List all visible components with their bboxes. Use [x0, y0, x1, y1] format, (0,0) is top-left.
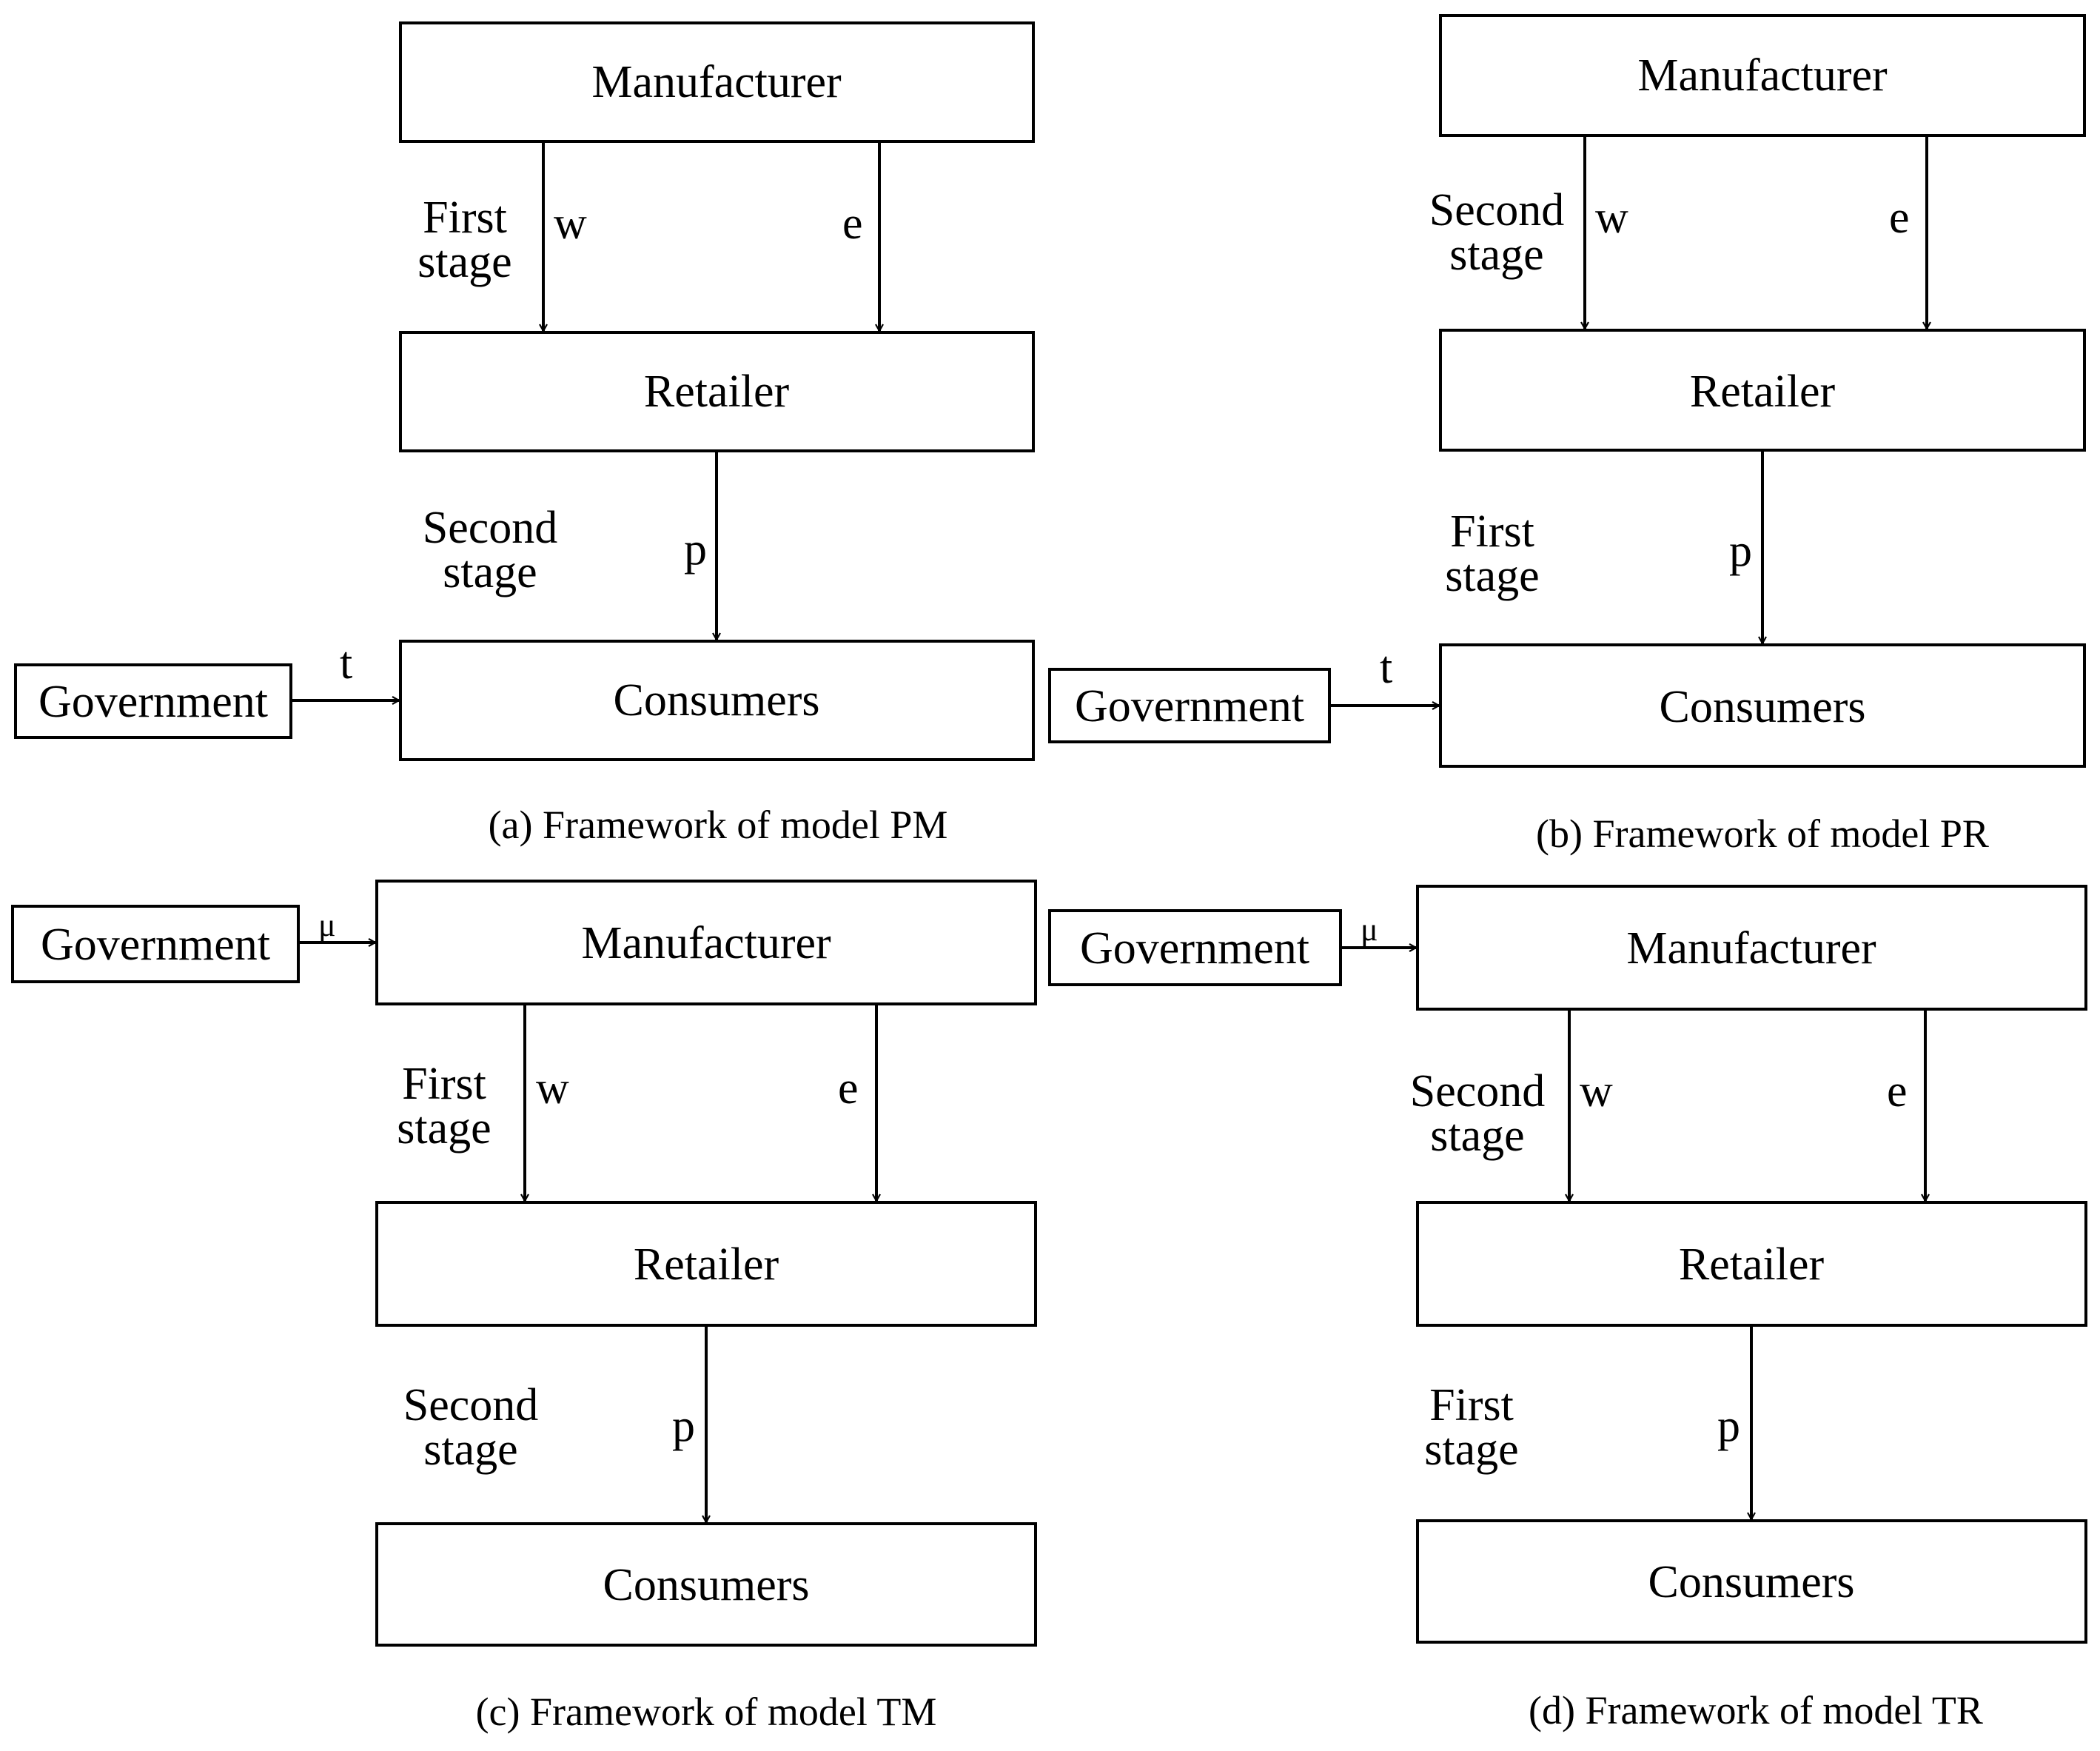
upper-stage-line-2: stage — [417, 237, 511, 287]
retailer-box — [375, 1201, 1037, 1327]
p-label: p — [672, 1401, 695, 1451]
government-edge-label: μ — [1361, 911, 1378, 948]
w-label: w — [1595, 192, 1628, 243]
consumers-box — [1416, 1519, 2087, 1644]
caption: (b) Framework of model PR — [1536, 811, 1989, 856]
lower-stage-line-2: stage — [443, 547, 537, 597]
retailer-label: Retailer — [1690, 366, 1836, 417]
manufacturer-label: Manufacturer — [1637, 50, 1888, 101]
consumers-box — [375, 1522, 1037, 1647]
government-label: Government — [1075, 681, 1304, 731]
e-label: e — [838, 1063, 859, 1114]
caption: (c) Framework of model TM — [476, 1690, 937, 1734]
consumers-label: Consumers — [603, 1560, 810, 1610]
manufacturer-box — [1439, 14, 2086, 137]
retailer-label: Retailer — [634, 1239, 779, 1290]
upper-stage-line-2: stage — [1449, 230, 1543, 280]
manufacturer-label: Manufacturer — [1626, 923, 1876, 974]
retailer-box — [399, 331, 1035, 452]
upper-stage-line-1: First — [423, 192, 507, 243]
consumers-label: Consumers — [614, 675, 820, 726]
manufacturer-box — [399, 21, 1035, 143]
consumers-box — [1439, 643, 2086, 768]
manufacturer-label: Manufacturer — [591, 57, 842, 107]
lower-stage-line-2: stage — [1445, 551, 1539, 601]
caption: (a) Framework of model PM — [489, 803, 948, 847]
retailer-label: Retailer — [1679, 1239, 1825, 1290]
government-edge-label: t — [1380, 643, 1392, 693]
manufacturer-box — [1416, 885, 2087, 1011]
lower-stage-line-1: Second — [403, 1380, 539, 1430]
government-label: Government — [38, 677, 268, 727]
government-edge-label: μ — [318, 907, 336, 943]
upper-stage-line-2: stage — [1430, 1111, 1524, 1161]
p-label: p — [1729, 526, 1752, 576]
w-label: w — [554, 198, 587, 249]
panel-pm: Manufacturer Retailer Consumers Governme… — [14, 21, 1035, 847]
panel-pr: Manufacturer Retailer Consumers Governme… — [1048, 14, 2086, 856]
panel-tr: Manufacturer Retailer Consumers Governme… — [1048, 885, 2087, 1732]
government-label: Government — [1080, 923, 1309, 974]
w-label: w — [1580, 1066, 1613, 1116]
manufacturer-label: Manufacturer — [581, 918, 831, 968]
upper-stage-line-1: Second — [1410, 1066, 1546, 1116]
p-label: p — [684, 524, 707, 575]
p-label: p — [1717, 1401, 1740, 1451]
retailer-box — [1439, 329, 2086, 452]
retailer-label: Retailer — [644, 366, 790, 417]
government-box — [1048, 909, 1342, 986]
panel-tm: Manufacturer Retailer Consumers Governme… — [11, 880, 1037, 1734]
lower-stage-line-1: Second — [423, 503, 558, 553]
e-label: e — [1889, 192, 1910, 243]
upper-stage-line-1: Second — [1429, 185, 1565, 235]
government-label: Government — [41, 920, 270, 970]
w-label: w — [536, 1063, 569, 1114]
government-edge-label: t — [340, 638, 352, 689]
manufacturer-box — [375, 880, 1037, 1005]
lower-stage-line-2: stage — [423, 1424, 517, 1475]
government-box — [11, 905, 300, 983]
e-label: e — [842, 198, 863, 249]
e-label: e — [1887, 1066, 1908, 1116]
upper-stage-line-2: stage — [397, 1103, 491, 1154]
upper-stage-line-1: First — [402, 1059, 486, 1109]
lower-stage-line-1: First — [1450, 506, 1534, 557]
consumers-box — [399, 640, 1035, 761]
consumers-label: Consumers — [1660, 682, 1866, 732]
lower-stage-line-2: stage — [1424, 1424, 1518, 1475]
lower-stage-line-1: First — [1429, 1380, 1514, 1430]
consumers-label: Consumers — [1648, 1557, 1855, 1607]
caption: (d) Framework of model TR — [1529, 1688, 1983, 1732]
